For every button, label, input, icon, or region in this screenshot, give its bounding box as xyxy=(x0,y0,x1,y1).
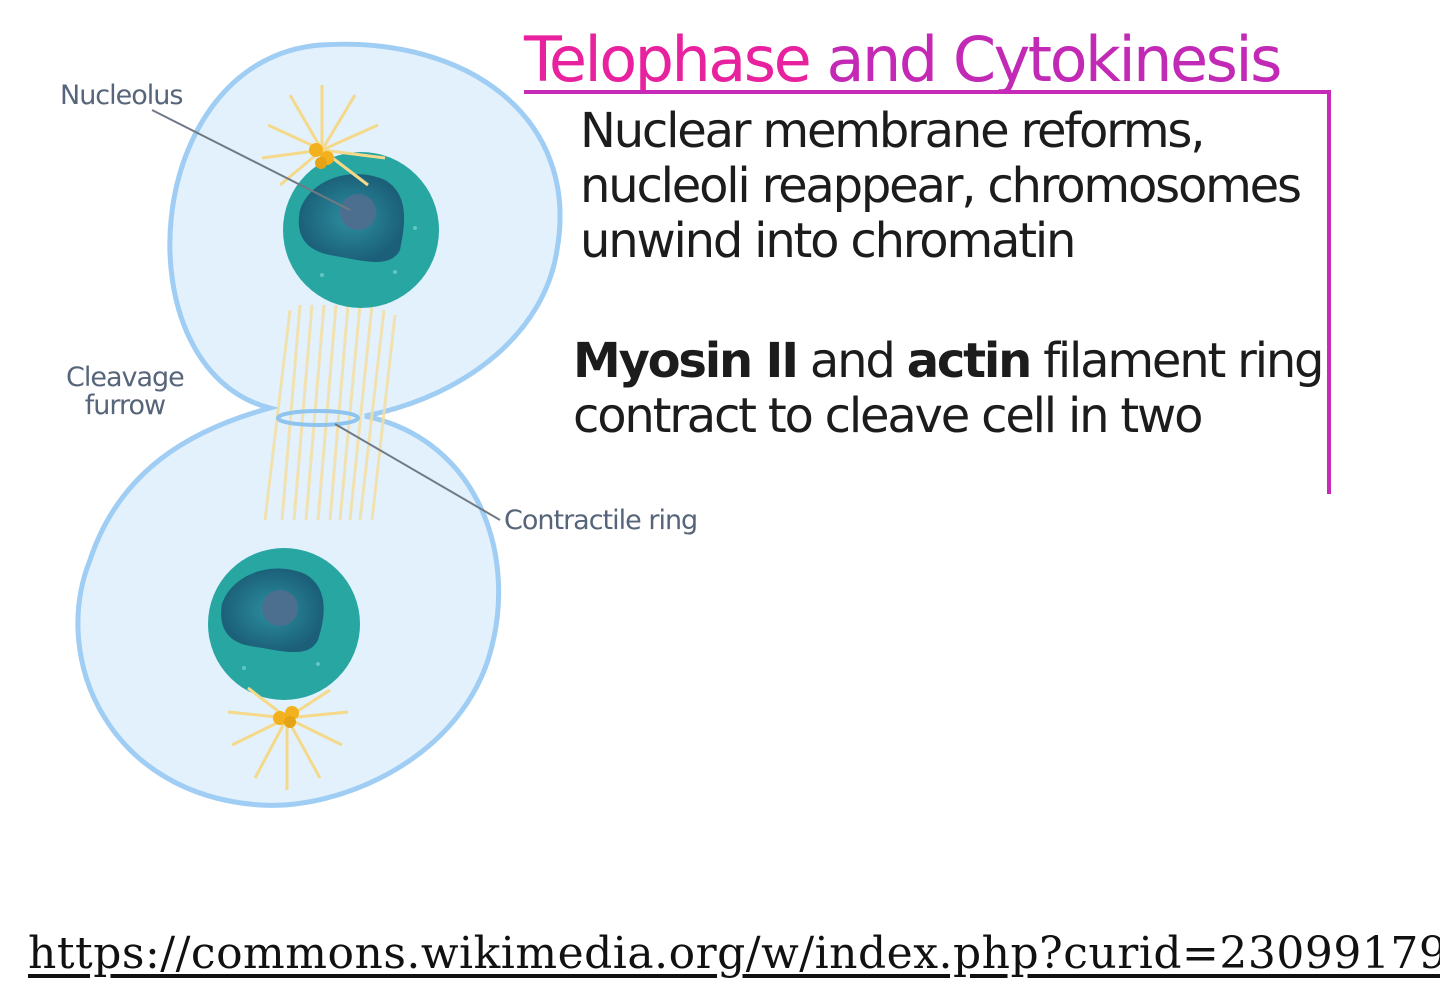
title-and: and xyxy=(826,23,938,96)
page-title: Telophase and Cytokinesis xyxy=(524,23,1283,96)
upper-nucleus xyxy=(283,152,439,308)
cytokinesis-description-line1: Myosin II and actin filament ring xyxy=(573,333,1325,389)
title-underline xyxy=(524,90,1330,94)
lower-centrosome xyxy=(227,686,349,790)
cleavage-furrow-label: Cleavage furrow xyxy=(66,362,185,422)
upper-nucleolus xyxy=(340,194,376,230)
nucleolus-label: Nucleolus xyxy=(60,80,183,111)
lower-nucleolus xyxy=(262,590,298,626)
telophase-description-line: nucleoli reappear, chromosomes xyxy=(580,158,1302,214)
cleavage-furrow-label-line2: furrow xyxy=(84,390,166,422)
myosin-term: Myosin II xyxy=(573,333,799,389)
source-link[interactable]: https://commons.wikimedia.org/w/index.ph… xyxy=(28,928,1440,979)
nucleolus-leader-line xyxy=(151,109,351,211)
telophase-description-line: Nuclear membrane reforms, xyxy=(580,103,1205,159)
lower-nucleus xyxy=(208,548,360,700)
title-cytokinesis: Cytokinesis xyxy=(952,23,1283,96)
cytokinesis-description: Myosin II and actin filament ring contra… xyxy=(573,333,1325,444)
title-side-rule xyxy=(1327,90,1331,494)
cytokinesis-description-line2: contract to cleave cell in two xyxy=(573,388,1203,444)
and-text: and xyxy=(809,333,896,389)
title-telophase: Telophase xyxy=(524,23,812,96)
contractile-ring-leader-line xyxy=(334,423,501,521)
telophase-description-line: unwind into chromatin xyxy=(580,213,1076,269)
cell-division-diagram xyxy=(75,41,563,808)
contractile-ring-label: Contractile ring xyxy=(504,505,698,536)
actin-term: actin xyxy=(906,333,1033,389)
upper-centrosome xyxy=(261,85,386,187)
cleavage-furrow-label-line1: Cleavage xyxy=(66,362,185,393)
filament-ring-text: filament ring xyxy=(1043,333,1324,389)
telophase-description: Nuclear membrane reforms, nucleoli reapp… xyxy=(580,103,1302,269)
contractile-ring xyxy=(276,409,360,427)
